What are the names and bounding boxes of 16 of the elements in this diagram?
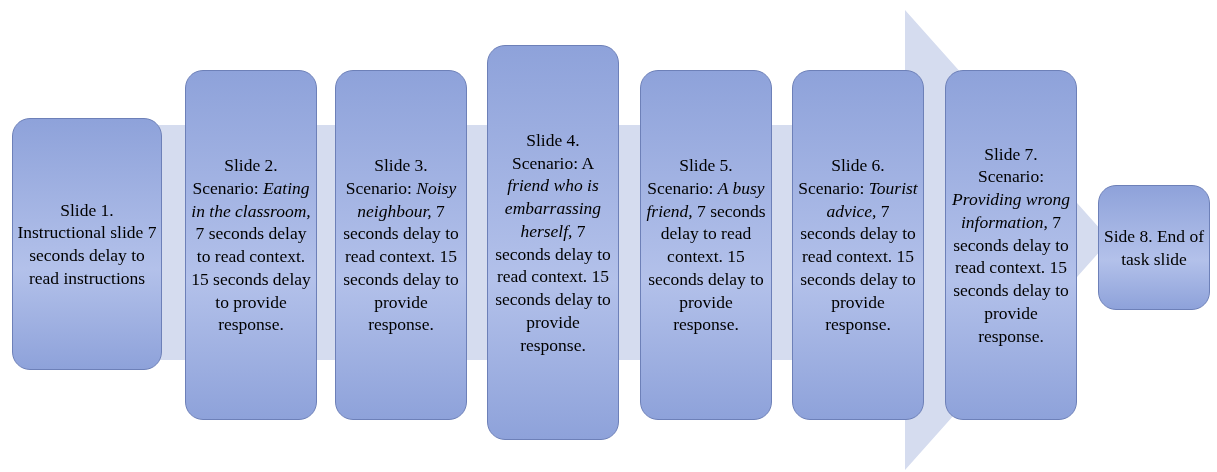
slide-box	[185, 70, 317, 420]
slide-box	[945, 70, 1077, 420]
slide-description: Side 8. End of task slide	[1103, 224, 1205, 271]
slide-description: Slide 4. Scenario: A friend who is embarrassing herself, 7 seconds delay to read context. 15 seconds delay to provide response.	[494, 128, 612, 357]
slide-description: Slide 7. Scenario: Providing wrong information, 7 seconds delay to read context. 15 seconds delay to provide response.	[951, 142, 1071, 348]
slide-description: Slide 6. Scenario: Tourist advice, 7 seconds delay to read context. 15 seconds delay to provide response.	[797, 154, 919, 336]
slide-box	[640, 70, 772, 420]
slide-description: Slide 5. Scenario: A busy friend, 7 seconds delay to read context. 15 seconds delay to provide response.	[645, 154, 767, 336]
slide-description: Slide 1. Instructional slide 7 seconds delay to read instructions	[17, 198, 157, 290]
slide-box	[487, 45, 619, 440]
slide-box	[1098, 185, 1210, 310]
slide-description: Slide 2. Scenario: Eating in the classroom, 7 seconds delay to read context. 15 seconds delay to provide response.	[190, 154, 312, 336]
slide-description: Slide 3. Scenario: Noisy neighbour, 7 seconds delay to read context. 15 seconds delay to provide response.	[342, 154, 460, 336]
slide-box	[12, 118, 162, 370]
slide-box	[335, 70, 467, 420]
slide-box	[792, 70, 924, 420]
